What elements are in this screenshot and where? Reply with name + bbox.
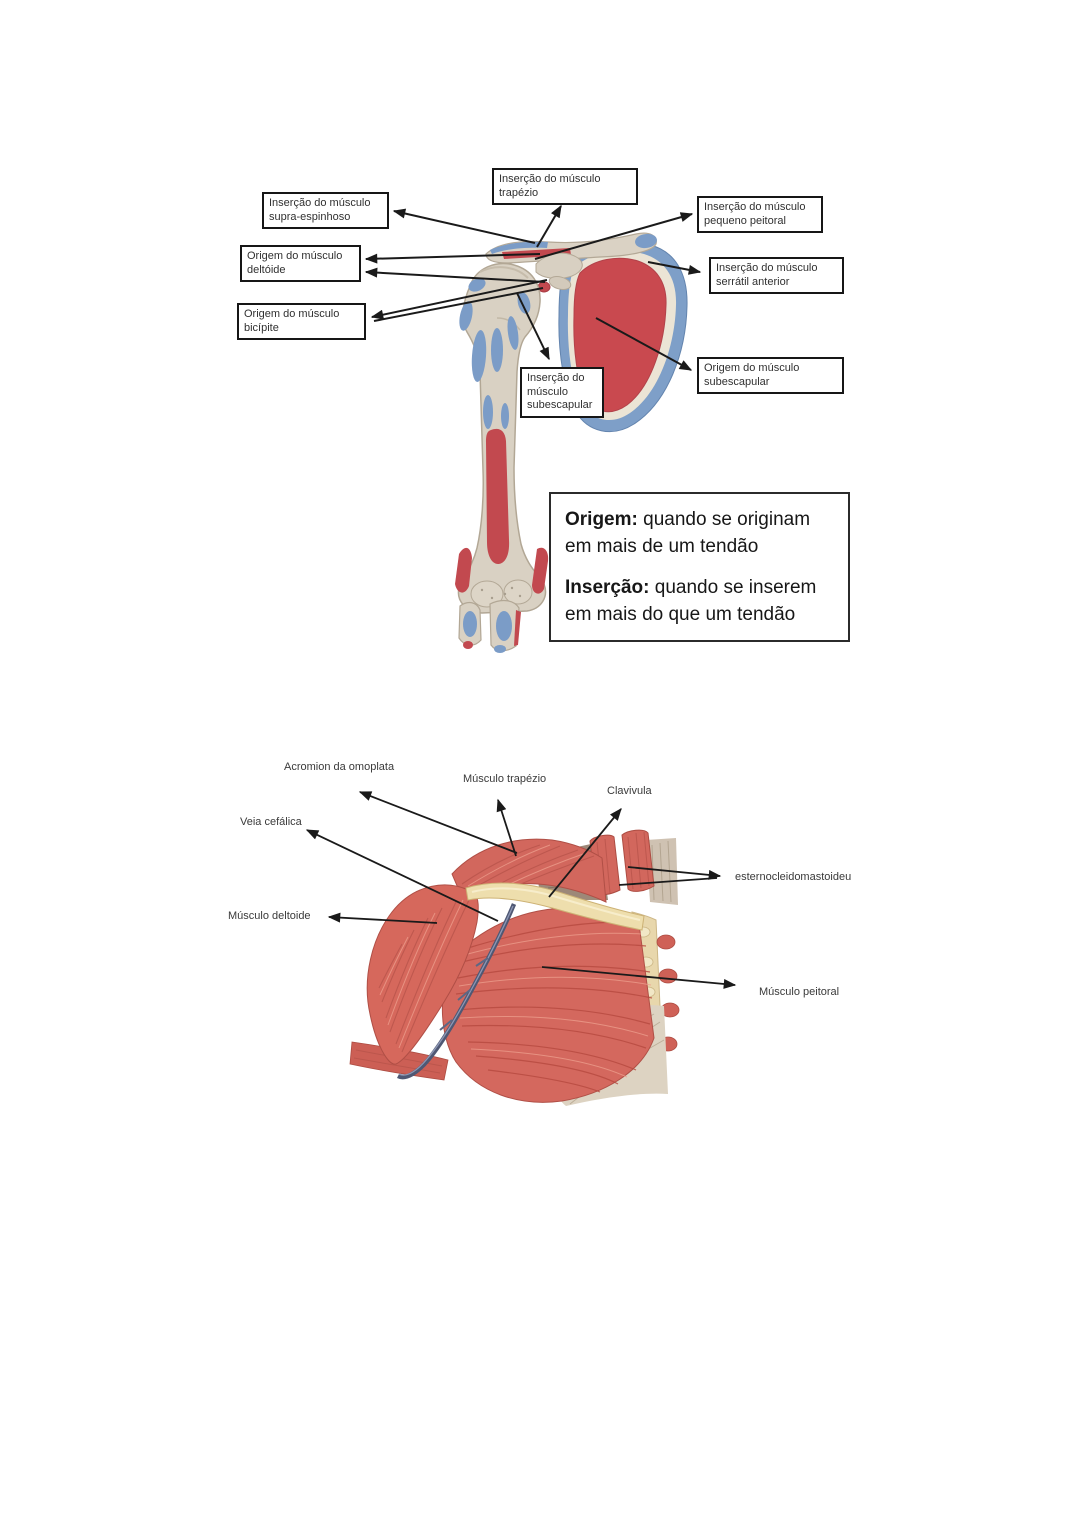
condyle-stipple (480, 586, 522, 600)
arrow-veia-cefalica (305, 829, 499, 922)
label-insercao-pequeno-peitoral: Inserção do músculo pequeno peitoral (697, 196, 823, 233)
label-text: Inserção do músculo pequeno peitoral (704, 201, 806, 227)
label-clavicula: Clavivula (607, 785, 652, 797)
humerus-blue-patches (459, 278, 531, 429)
label-esternocleidomastoideu: esternocleidomastoideu (735, 871, 852, 883)
label-text: Origem do músculo subescapular (704, 362, 800, 388)
label-musculo-trapezio: Músculo trapézio (463, 773, 547, 785)
arrow-deltoide-1 (364, 253, 541, 264)
arrow-serratil (647, 261, 702, 275)
arrow-clavicula (548, 808, 622, 898)
arrow-esternocleidomastoideu-1 (627, 866, 722, 880)
label-musculo-deltoide: Músculo deltoide (228, 910, 311, 922)
origem-definition: Origem: quando se originam em mais de um… (565, 506, 834, 560)
arrow-supra-espinhoso (392, 208, 536, 244)
humerus-red-patches (455, 428, 549, 594)
origem-def: quando se originam em mais de um tendão (565, 509, 811, 557)
arrow-acromion (358, 791, 518, 854)
arrow-subescapular-origem (595, 317, 693, 371)
arrow-trapezio-fig2 (496, 798, 517, 857)
figure2-annotation-arrows (305, 791, 737, 989)
label-text: Inserção do músculo supra-espinhoso (269, 197, 371, 223)
forearm-bones-illustration (458, 599, 521, 653)
arrow-esternocleidomastoideu-2 (618, 877, 718, 886)
label-insercao-trapezio: Inserção do músculo trapézio (492, 168, 638, 205)
insercao-definition: Inserção: quando se inserem em mais do q… (565, 574, 834, 628)
label-insercao-subescapular: Inserção do músculo subescapular (520, 367, 604, 418)
label-text: Inserção do músculo serrátil anterior (716, 262, 818, 288)
cephalic-vein (396, 903, 517, 1080)
arrow-bicipite-1 (370, 279, 548, 320)
label-insercao-supra-espinhoso: Inserção do músculo supra-espinhoso (262, 192, 389, 229)
label-text: Inserção do músculo subescapular (527, 372, 593, 411)
pectoralis-major-muscle (441, 907, 655, 1103)
figure2-muscle-illustration (305, 791, 737, 1106)
insercao-def: quando se inserem em mais do que um tend… (565, 577, 817, 625)
arrow-bicipite-2 (373, 287, 544, 322)
figure1-annotation-arrows (364, 204, 702, 371)
label-insercao-serratil-anterior: Inserção do músculo serrátil anterior (709, 257, 844, 294)
definition-note: Origem: quando se originam em mais de um… (549, 492, 850, 642)
label-veia-cefalica: Veia cefálica (240, 816, 302, 828)
arrow-peitoral (541, 966, 737, 989)
acromion-coracoid-illustration (535, 252, 583, 293)
label-origem-subescapular: Origem do músculo subescapular (697, 357, 844, 394)
label-text: Inserção do músculo trapézio (499, 173, 601, 199)
label-text: Origem do músculo bicípite (244, 308, 340, 334)
arrow-deltoide-fig2 (327, 912, 438, 924)
label-origem-bicipite: Origem do músculo bicípite (237, 303, 366, 340)
arrow-pequeno-peitoral (534, 212, 694, 260)
label-musculo-peitoral: Músculo peitoral (759, 986, 840, 998)
humerus-illustration (455, 262, 549, 614)
arrow-trapezio (536, 204, 562, 248)
label-acromion-omoplata: Acromion da omoplata (284, 761, 395, 773)
clavicle-fig2 (465, 882, 645, 931)
origem-term: Origem: (565, 509, 638, 530)
label-origem-deltoide: Origem do músculo deltóide (240, 245, 361, 282)
arrow-deltoide-2 (364, 267, 546, 283)
arrow-subescapular-insercao (516, 292, 550, 361)
label-text: Origem do músculo deltóide (247, 250, 343, 276)
deltoid-muscle (366, 884, 479, 1065)
insercao-term: Inserção: (565, 577, 650, 598)
